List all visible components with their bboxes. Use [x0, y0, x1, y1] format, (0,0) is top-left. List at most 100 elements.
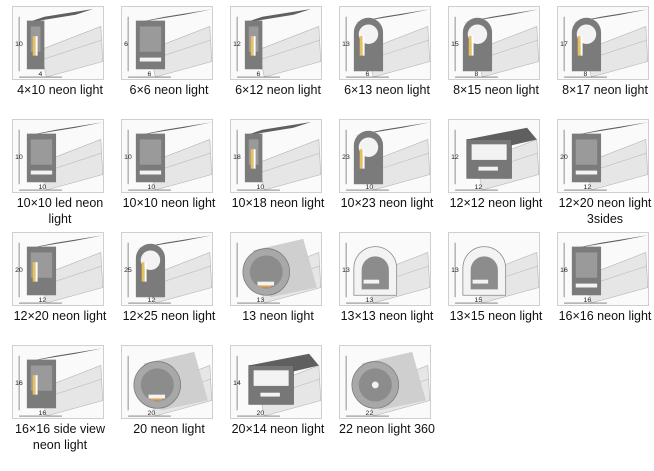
- product-cell[interactable]: 6 12 6×12 neon light: [228, 2, 336, 114]
- width-dimension-label: 12: [148, 297, 156, 304]
- product-caption: 13 neon light: [242, 309, 314, 323]
- height-dimension-label: 10: [15, 41, 23, 48]
- width-dimension-label: 20: [148, 410, 156, 417]
- width-dimension-label: 6: [366, 71, 370, 78]
- height-dimension-label: 13: [342, 41, 350, 48]
- neon-profile-thumbnail[interactable]: 10 10: [121, 119, 213, 193]
- neon-profile-thumbnail[interactable]: 13 13: [339, 232, 431, 306]
- neon-profile-thumbnail[interactable]: 22: [339, 345, 431, 419]
- product-caption: 4×10 neon light: [17, 83, 103, 97]
- width-dimension-label: 6: [148, 71, 152, 78]
- product-caption: 12×12 neon light: [449, 196, 543, 210]
- height-dimension-label: 15: [451, 41, 459, 48]
- height-dimension-label: 20: [15, 267, 23, 274]
- width-dimension-label: 10: [257, 184, 265, 191]
- product-cell[interactable]: 22 22 neon light 360: [337, 341, 445, 453]
- height-dimension-label: 20: [560, 154, 568, 161]
- height-dimension-label: 16: [560, 267, 568, 274]
- width-dimension-label: 12: [584, 184, 592, 191]
- width-dimension-label: 8: [475, 71, 479, 78]
- height-dimension-label: 18: [233, 154, 241, 161]
- product-caption: 6×13 neon light: [344, 83, 430, 97]
- width-dimension-label: 10: [148, 184, 156, 191]
- product-cell[interactable]: 12 20 12×20 neon light 3sides: [555, 115, 654, 227]
- height-dimension-label: 13: [451, 267, 459, 274]
- product-caption: 22 neon light 360: [339, 422, 435, 436]
- product-caption: 13×13 neon light: [340, 309, 434, 323]
- neon-profile-thumbnail[interactable]: 12 20: [557, 119, 649, 193]
- height-dimension-label: 6: [124, 41, 128, 48]
- product-caption: 20×14 neon light: [231, 422, 325, 436]
- neon-profile-thumbnail[interactable]: 6 12: [230, 6, 322, 80]
- height-dimension-label: 10: [124, 154, 132, 161]
- neon-profile-thumbnail[interactable]: 10 18: [230, 119, 322, 193]
- height-dimension-label: 12: [233, 41, 241, 48]
- width-dimension-label: 13: [366, 297, 374, 304]
- product-caption: 16×16 side view neon light: [15, 422, 105, 452]
- product-cell[interactable]: 10 18 10×18 neon light: [228, 115, 336, 227]
- height-dimension-label: 13: [342, 267, 350, 274]
- neon-profile-thumbnail[interactable]: 6 13: [339, 6, 431, 80]
- width-dimension-label: 13: [257, 297, 265, 304]
- product-caption: 10×23 neon light: [340, 196, 434, 210]
- product-caption: 10×10 led neon light: [16, 196, 104, 226]
- height-dimension-label: 14: [233, 380, 241, 387]
- product-caption: 10×18 neon light: [231, 196, 325, 210]
- product-caption: 20 neon light: [133, 422, 205, 436]
- product-caption: 12×20 neon light 3sides: [558, 196, 652, 226]
- neon-profile-thumbnail[interactable]: 10 23: [339, 119, 431, 193]
- product-cell[interactable]: 8 15 8×15 neon light: [446, 2, 554, 114]
- neon-profile-thumbnail[interactable]: 8 15: [448, 6, 540, 80]
- product-caption: 16×16 neon light: [558, 309, 652, 323]
- product-cell[interactable]: 13 13 13×13 neon light: [337, 228, 445, 340]
- product-cell[interactable]: 6 13 6×13 neon light: [337, 2, 445, 114]
- product-cell[interactable]: 10 23 10×23 neon light: [337, 115, 445, 227]
- product-cell[interactable]: 13 13 neon light: [228, 228, 336, 340]
- product-caption: 6×12 neon light: [235, 83, 321, 97]
- width-dimension-label: 16: [584, 297, 592, 304]
- width-dimension-label: 16: [39, 410, 47, 417]
- width-dimension-label: 15: [475, 297, 483, 304]
- height-dimension-label: 16: [15, 380, 23, 387]
- product-caption: 12×25 neon light: [122, 309, 216, 323]
- product-caption: 8×15 neon light: [453, 83, 539, 97]
- product-caption: 13×15 neon light: [449, 309, 543, 323]
- height-dimension-label: 17: [560, 41, 568, 48]
- height-dimension-label: 23: [342, 154, 350, 161]
- width-dimension-label: 6: [257, 71, 261, 78]
- neon-profile-thumbnail[interactable]: 20: [121, 345, 213, 419]
- product-caption: 8×17 neon light: [562, 83, 648, 97]
- width-dimension-label: 10: [39, 184, 47, 191]
- product-caption: 6×6 neon light: [129, 83, 209, 97]
- width-dimension-label: 20: [257, 410, 265, 417]
- product-cell[interactable]: 20 20 neon light: [119, 341, 227, 453]
- width-dimension-label: 12: [475, 184, 483, 191]
- product-caption: 12×20 neon light: [13, 309, 107, 323]
- neon-profile-thumbnail[interactable]: 13: [230, 232, 322, 306]
- width-dimension-label: 10: [366, 184, 374, 191]
